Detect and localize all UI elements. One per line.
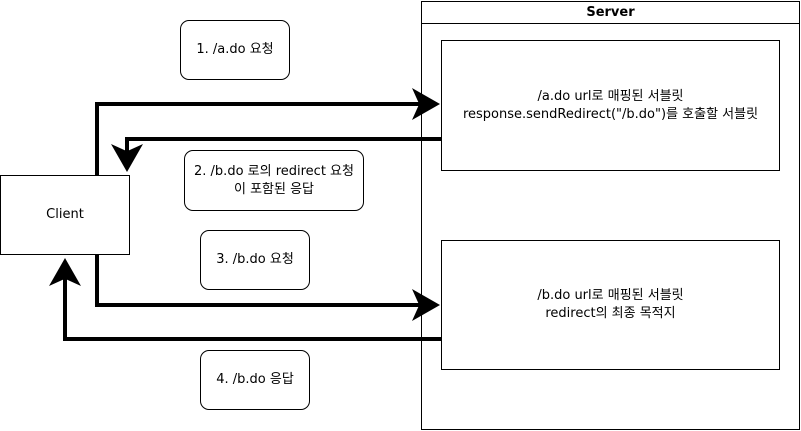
servlet-b-box: /b.do url로 매핑된 서블릿 redirect의 최종 목적지 bbox=[441, 240, 780, 370]
step1-text: 1. /a.do 요청 bbox=[196, 42, 274, 57]
servlet-a-line1: /a.do url로 매핑된 서블릿 bbox=[537, 88, 684, 104]
servlet-a-box: /a.do url로 매핑된 서블릿 response.sendRedirect… bbox=[441, 40, 780, 171]
client-label: Client bbox=[46, 207, 84, 222]
servlet-b-line2: redirect의 최종 목적지 bbox=[545, 306, 676, 321]
step2-text-line2: 이 포함된 응답 bbox=[233, 181, 315, 197]
server-title: Server bbox=[422, 2, 799, 24]
step2-text-line1: 2. /b.do 로의 redirect 요청 bbox=[194, 163, 354, 179]
step2-label: 2. /b.do 로의 redirect 요청 이 포함된 응답 bbox=[184, 150, 364, 211]
servlet-a-line2: response.sendRedirect("/b.do")를 호출할 서블릿 bbox=[462, 106, 759, 122]
client-box: Client bbox=[0, 175, 130, 255]
arrow-request-a bbox=[95, 88, 440, 175]
step4-label: 4. /b.do 응답 bbox=[200, 350, 310, 410]
step4-text: 4. /b.do 응답 bbox=[216, 372, 294, 387]
step3-label: 3. /b.do 요청 bbox=[200, 230, 310, 290]
arrow-response-b bbox=[49, 258, 441, 341]
arrow-request-b bbox=[95, 255, 440, 321]
step3-text: 3. /b.do 요청 bbox=[216, 252, 294, 267]
servlet-b-line1: /b.do url로 매핑된 서블릿 bbox=[537, 288, 684, 303]
step1-label: 1. /a.do 요청 bbox=[180, 20, 290, 80]
arrow-redirect-response bbox=[111, 137, 441, 172]
